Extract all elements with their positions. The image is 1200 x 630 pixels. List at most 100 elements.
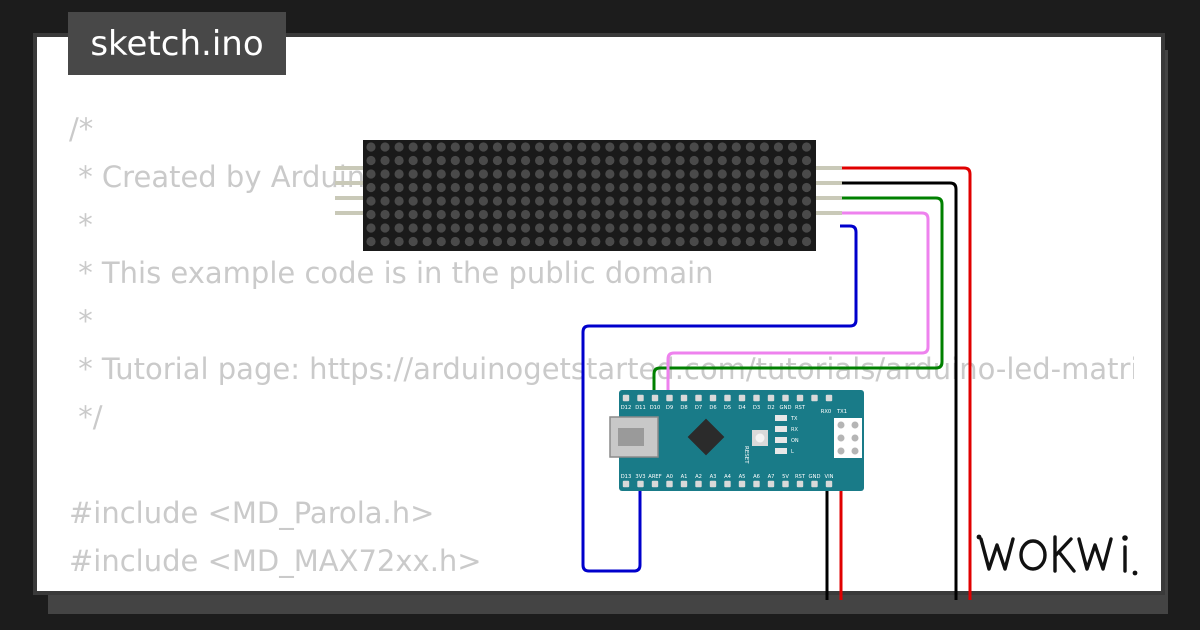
- icsp-pin: [851, 421, 859, 429]
- matrix-led: [633, 223, 643, 233]
- header-pin-bottom: [767, 480, 775, 488]
- matrix-led: [759, 209, 770, 220]
- status-led: [775, 415, 787, 421]
- matrix-led: [647, 169, 657, 179]
- matrix-led: [492, 223, 503, 233]
- matrix-led: [661, 236, 671, 247]
- matrix-led: [661, 196, 671, 206]
- matrix-led: [450, 196, 460, 206]
- matrix-led: [605, 182, 615, 193]
- matrix-led: [563, 182, 573, 193]
- matrix-led: [661, 209, 671, 220]
- matrix-led: [591, 209, 601, 220]
- matrix-led: [591, 169, 601, 179]
- matrix-led: [591, 196, 601, 206]
- matrix-led: [675, 169, 685, 179]
- matrix-led: [801, 169, 812, 179]
- matrix-led: [520, 196, 531, 206]
- matrix-led: [689, 223, 699, 233]
- matrix-led: [380, 209, 390, 220]
- header-pin-bottom: [782, 480, 789, 488]
- matrix-led: [591, 182, 601, 193]
- matrix-led: [745, 196, 755, 206]
- matrix-led: [773, 169, 784, 179]
- bottom-pin-label: D13: [621, 474, 632, 480]
- matrix-led: [464, 209, 474, 220]
- icsp-pin: [851, 434, 859, 442]
- header-pin-top: [724, 394, 731, 402]
- matrix-led: [605, 169, 615, 179]
- matrix-led: [661, 169, 671, 179]
- matrix-led: [773, 223, 784, 233]
- file-name: sketch.ino: [90, 23, 264, 64]
- matrix-led: [577, 209, 587, 220]
- matrix-led: [745, 169, 755, 179]
- matrix-led: [506, 209, 517, 220]
- matrix-led: [787, 223, 798, 233]
- matrix-led: [731, 155, 741, 166]
- matrix-led: [506, 223, 517, 233]
- matrix-led: [731, 196, 741, 206]
- matrix-led: [647, 196, 657, 206]
- header-pin-top: [666, 394, 673, 402]
- matrix-led: [464, 155, 474, 166]
- matrix-led: [422, 182, 432, 193]
- matrix-led: [801, 142, 812, 152]
- code-line: *: [69, 304, 93, 338]
- code-line: */: [69, 400, 103, 434]
- matrix-led: [422, 209, 432, 220]
- matrix-led: [394, 209, 404, 220]
- matrix-led: [492, 196, 503, 206]
- matrix-led: [563, 142, 573, 152]
- header-pin-bottom: [622, 480, 630, 488]
- matrix-led: [801, 236, 812, 247]
- icsp-pin: [837, 421, 845, 429]
- wokwi-logo: [976, 534, 1138, 576]
- matrix-led: [759, 169, 770, 179]
- bottom-pin-label: 3V3: [635, 474, 645, 480]
- header-pin-bottom: [825, 480, 833, 488]
- header-pin-bottom: [680, 480, 688, 488]
- matrix-led: [759, 182, 770, 193]
- matrix-led: [773, 236, 784, 247]
- matrix-led: [633, 155, 643, 166]
- matrix-led: [633, 142, 643, 152]
- matrix-led: [563, 196, 573, 206]
- bottom-pin-label: A3: [710, 474, 717, 480]
- matrix-led: [520, 182, 531, 193]
- header-pin-bottom: [796, 480, 804, 488]
- matrix-led: [787, 142, 798, 152]
- matrix-led: [633, 182, 643, 193]
- arduino-nano[interactable]: RESETTXRXONLD12D13D113V3D10AREFD9A0D8A1D…: [609, 390, 864, 491]
- header-pin-top: [695, 394, 702, 402]
- matrix-led: [619, 196, 629, 206]
- matrix-led: [478, 142, 488, 152]
- bottom-pin-label: A4: [724, 474, 732, 480]
- matrix-led: [703, 196, 713, 206]
- matrix-led: [689, 142, 699, 152]
- matrix-led: [675, 209, 685, 220]
- matrix-led: [492, 209, 503, 220]
- matrix-led: [478, 196, 488, 206]
- matrix-led: [661, 142, 671, 152]
- matrix-right-pin: [814, 196, 842, 200]
- matrix-led: [675, 236, 685, 247]
- header-pin-top: [767, 394, 775, 402]
- header-pin-top: [637, 394, 644, 402]
- file-tab[interactable]: sketch.ino: [68, 12, 286, 75]
- matrix-led: [745, 209, 755, 220]
- top-pin-label: D9: [666, 405, 673, 411]
- matrix-led: [366, 169, 376, 179]
- matrix-led: [422, 236, 432, 247]
- bottom-pin-label: A6: [753, 474, 760, 480]
- matrix-led: [745, 236, 755, 247]
- code-line: #include <MD_Parola.h>: [69, 496, 435, 530]
- matrix-right-pin: [814, 211, 842, 215]
- reset-label: RESET: [743, 446, 749, 464]
- header-pin-bottom: [695, 480, 702, 488]
- matrix-led: [478, 155, 488, 166]
- matrix-led: [619, 142, 629, 152]
- led-matrix[interactable]: [335, 140, 842, 251]
- matrix-led: [605, 142, 615, 152]
- matrix-led: [380, 169, 390, 179]
